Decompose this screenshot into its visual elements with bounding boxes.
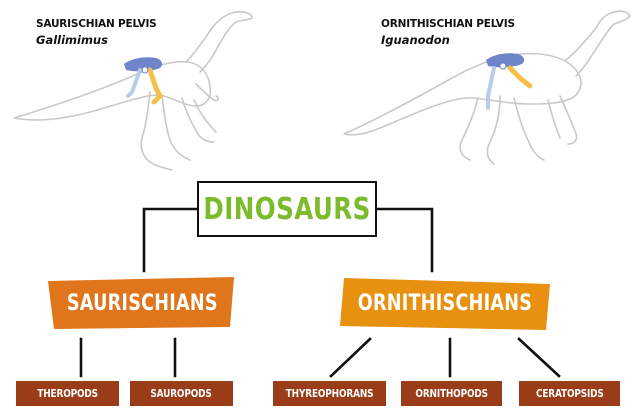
leaf-theropods: THEROPODS [16, 381, 119, 406]
connector-thyreophorans [331, 339, 370, 376]
clade-saurischians-label: SAURISCHIANS [67, 291, 218, 316]
clade-ornithischians-label: ORNITHISCHIANS [358, 291, 532, 316]
leaf-ceratopsids-label: CERATOPSIDS [536, 388, 604, 400]
clade-saurischians: SAURISCHIANS [48, 280, 236, 327]
clade-ornithischians: ORNITHISCHIANS [340, 280, 550, 327]
leaf-theropods-label: THEROPODS [37, 388, 98, 400]
leaf-ornithopods-label: ORNITHOPODS [415, 388, 487, 400]
leaf-thyreophorans-label: THYREOPHORANS [286, 388, 374, 400]
leaf-sauropods: SAUROPODS [130, 381, 233, 406]
leaf-ornithopods: ORNITHOPODS [401, 381, 502, 406]
connector-ceratopsids [519, 339, 559, 376]
connector-root-saurischians [144, 209, 197, 271]
root-node-dinosaurs: DINOSAURS [197, 181, 377, 237]
connector-root-ornithischians [377, 209, 432, 271]
leaf-ceratopsids: CERATOPSIDS [519, 381, 620, 406]
root-label: DINOSAURS [203, 192, 370, 227]
leaf-thyreophorans: THYREOPHORANS [273, 381, 386, 406]
leaf-sauropods-label: SAUROPODS [151, 388, 212, 400]
